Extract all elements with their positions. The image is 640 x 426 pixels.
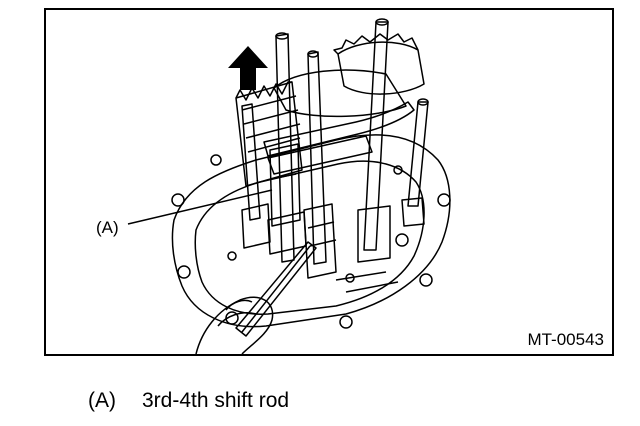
shift-rod-a: [275, 33, 295, 263]
shift-rod-4: [407, 101, 429, 207]
screwdriver: [235, 241, 317, 337]
caption-text: 3rd-4th shift rod: [142, 389, 290, 412]
callout-label-a: (A): [96, 218, 119, 237]
gear-stack: [235, 81, 303, 187]
shift-fork: [263, 101, 415, 157]
figure-code: MT-00543: [527, 330, 604, 349]
shift-rod-3: [363, 21, 389, 251]
shift-rod-2: [307, 51, 327, 265]
transmission-illustration: [127, 18, 451, 354]
caption: (A) 3rd-4th shift rod: [88, 389, 289, 413]
hand: [195, 296, 274, 354]
leader-line: [127, 189, 273, 225]
ring-gear: [337, 41, 425, 95]
caption-key: (A): [88, 389, 116, 412]
figure-frame: (A) MT-00543: [44, 8, 614, 356]
up-arrow: [228, 46, 268, 90]
